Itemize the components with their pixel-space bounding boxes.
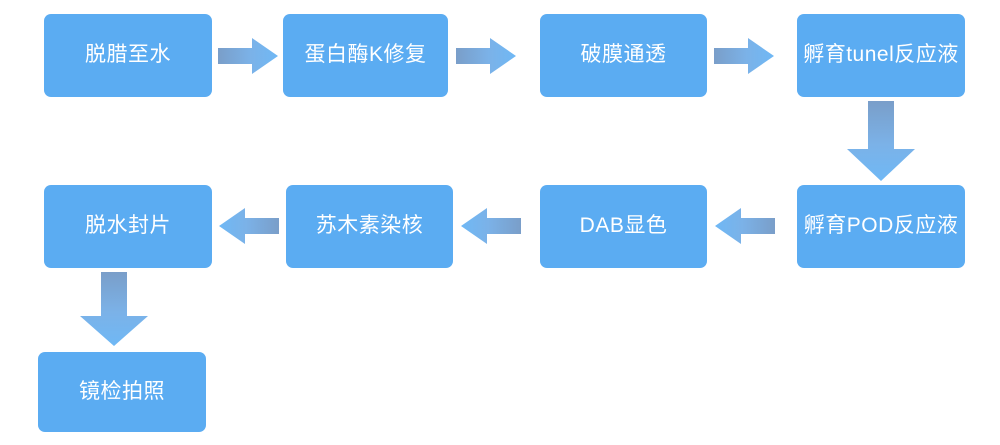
process-node-proteinase-k-repair[interactable]: 蛋白酶K修复 — [283, 14, 448, 97]
arrow-left-n7-n8 — [219, 208, 279, 244]
node-label: 孵育POD反应液 — [803, 214, 959, 238]
node-label: 蛋白酶K修复 — [304, 43, 427, 67]
node-label: 孵育tunel反应液 — [803, 43, 959, 67]
arrow-down-n8-n9 — [80, 272, 148, 346]
arrow-right-n1-n2 — [218, 38, 278, 74]
node-label: 苏木素染核 — [315, 214, 424, 238]
process-node-tuo-la-zhi-shui[interactable]: 脱腊至水 — [44, 14, 212, 97]
node-label: 脱腊至水 — [85, 43, 171, 67]
process-node-incubate-tunel-reagent[interactable]: 孵育tunel反应液 — [797, 14, 965, 97]
process-node-incubate-pod-reagent[interactable]: 孵育POD反应液 — [797, 185, 965, 268]
arrow-left-n5-n6 — [715, 208, 775, 244]
arrow-down-n4-n5 — [847, 101, 915, 181]
process-node-hematoxylin-nuclear-stain[interactable]: 苏木素染核 — [286, 185, 453, 268]
node-label: 破膜通透 — [580, 43, 667, 67]
arrow-right-n3-n4 — [714, 38, 774, 74]
process-node-dehydrate-mount[interactable]: 脱水封片 — [44, 185, 212, 268]
arrow-right-n2-n3 — [456, 38, 516, 74]
process-node-microscopy-photography[interactable]: 镜检拍照 — [38, 352, 206, 432]
node-label: DAB显色 — [579, 214, 668, 238]
node-label: 镜检拍照 — [79, 379, 165, 403]
node-label: 脱水封片 — [85, 214, 171, 238]
process-node-membrane-permeabilization[interactable]: 破膜通透 — [540, 14, 707, 97]
arrow-left-n6-n7 — [461, 208, 521, 244]
process-node-dab-chromogen[interactable]: DAB显色 — [540, 185, 707, 268]
